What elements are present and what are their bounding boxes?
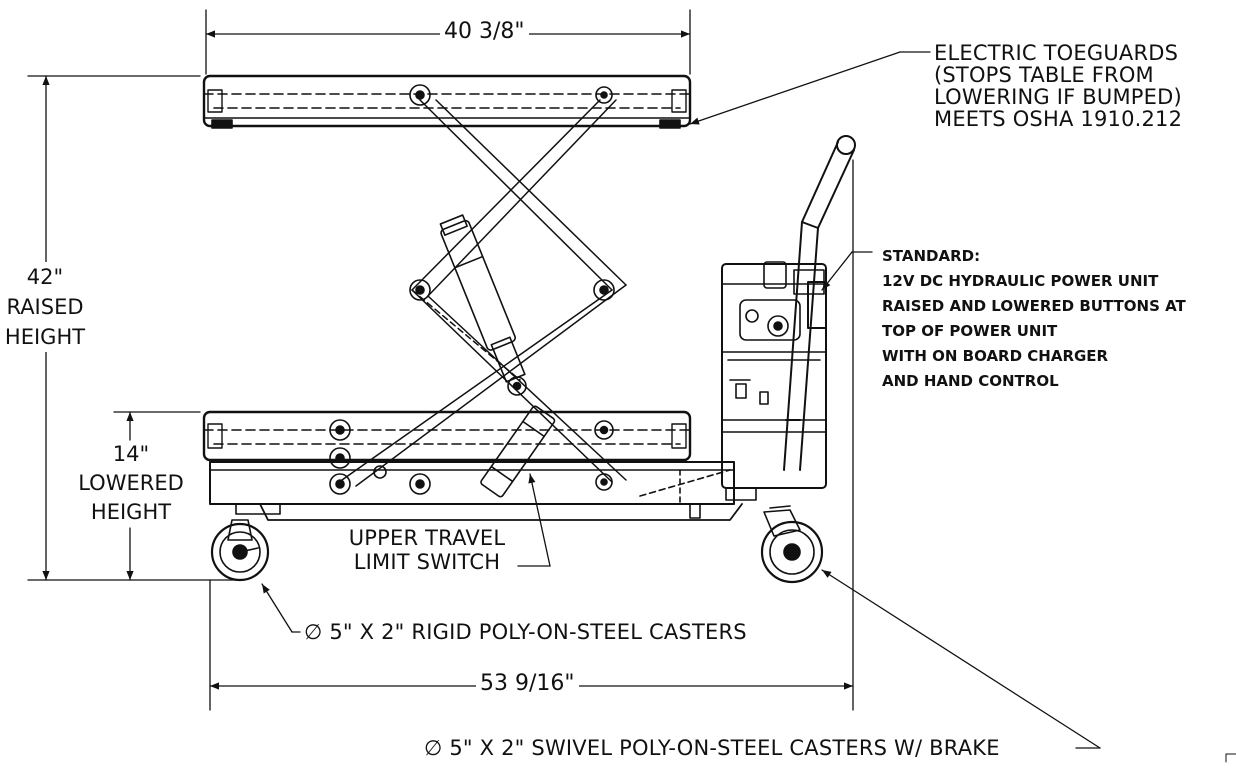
toeguard-line-1: ELECTRIC TOEGUARDS <box>934 41 1179 65</box>
standard-item: RAISED AND LOWERED BUTTONS AT <box>882 297 1186 315</box>
standard-features: STANDARD: 12V DC HYDRAULIC POWER UNIT RA… <box>882 244 1232 394</box>
rigid-caster <box>210 519 270 582</box>
raised-height-word2: HEIGHT <box>4 325 86 349</box>
limit-switch-callout: UPPER TRAVEL LIMIT SWITCH <box>334 526 520 574</box>
toeguard-line-3: LOWERING IF BUMPED) <box>934 85 1182 109</box>
toeguard-callout: ELECTRIC TOEGUARDS (STOPS TABLE FROM LOW… <box>934 42 1182 130</box>
raised-height-word1: RAISED <box>6 295 84 319</box>
lowered-height-label: 14" LOWERED HEIGHT <box>64 440 198 527</box>
leader-rigid-caster <box>261 583 301 633</box>
limit-switch-line-2: LIMIT SWITCH <box>353 550 501 574</box>
swivel-casters-callout: ∅ 5" X 2" SWIVEL POLY-ON-STEEL CASTERS W… <box>424 736 1000 760</box>
standard-item: AND HAND CONTROL <box>882 372 1059 390</box>
pivot-bolts <box>329 84 615 495</box>
standard-item: WITH ON BOARD CHARGER <box>882 347 1109 365</box>
standard-heading: STANDARD: <box>882 247 981 265</box>
dim-lowered-height <box>113 411 201 581</box>
hydraulic-cylinder <box>439 214 556 498</box>
base-length-label: 53 9/16" <box>476 673 579 695</box>
raised-height-label: 42" RAISED HEIGHT <box>2 262 88 352</box>
lowered-deck <box>202 410 692 462</box>
lowered-height-word1: LOWERED <box>78 471 184 495</box>
leader-swivel-caster <box>821 569 1101 749</box>
rigid-casters-callout: ∅ 5" X 2" RIGID POLY-ON-STEEL CASTERS <box>304 620 747 644</box>
top-width-label: 40 3/8" <box>440 21 529 43</box>
standard-item: TOP OF POWER UNIT <box>882 322 1058 340</box>
power-unit <box>721 261 827 501</box>
lowered-height-word2: HEIGHT <box>90 500 172 524</box>
base-frame <box>209 461 743 521</box>
toeguard-line-2: (STOPS TABLE FROM <box>934 63 1154 87</box>
toeguard-line-4: MEETS OSHA 1910.212 <box>934 107 1183 131</box>
scissor-arms <box>341 99 627 487</box>
leader-limit-switch <box>517 473 551 567</box>
swivel-caster <box>760 505 824 584</box>
push-handle <box>783 135 856 471</box>
lowered-height-value: 14" <box>112 442 150 466</box>
raised-height-value: 42" <box>26 265 64 289</box>
top-platform <box>202 74 692 129</box>
standard-item: 12V DC HYDRAULIC POWER UNIT <box>882 272 1159 290</box>
limit-switch-line-1: UPPER TRAVEL <box>348 526 506 550</box>
corner-mark <box>1225 753 1236 763</box>
leader-toeguard <box>689 51 931 125</box>
leader-standard <box>821 251 873 291</box>
